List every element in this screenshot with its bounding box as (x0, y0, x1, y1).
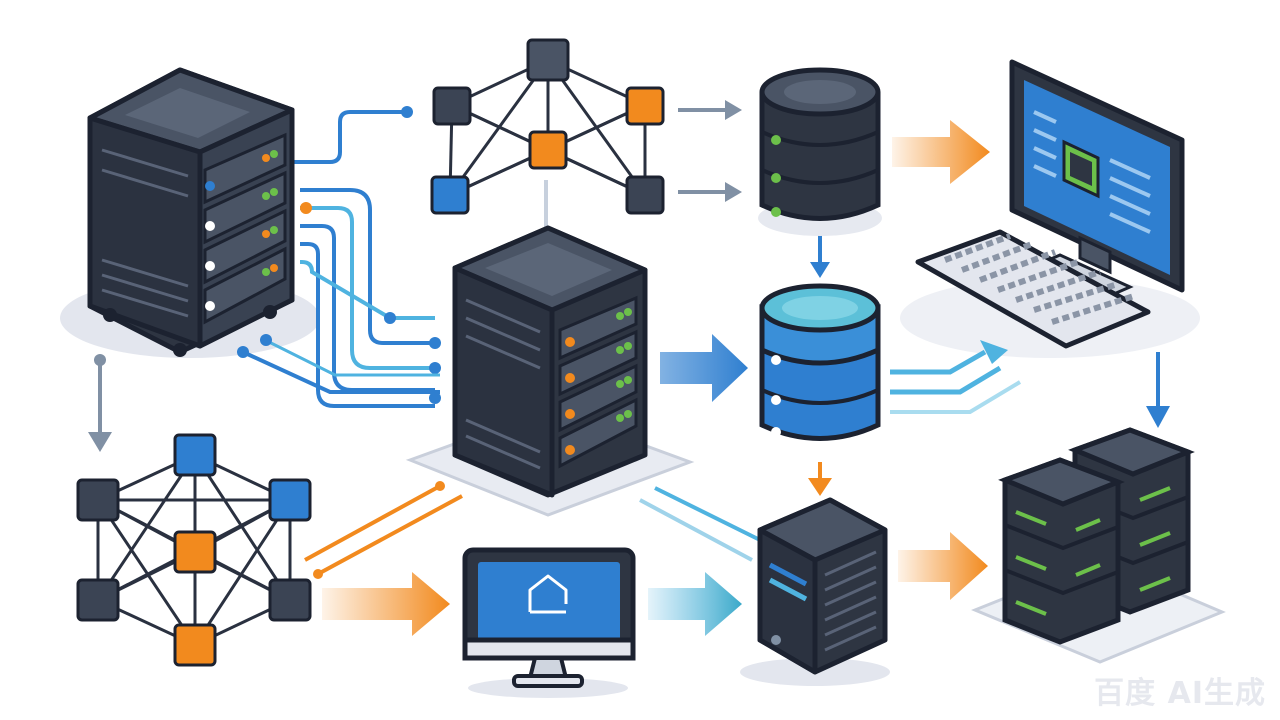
server-cluster (998, 427, 1195, 645)
watermark-logo: 百度 AI生成 (1094, 676, 1266, 711)
node-cubes (430, 38, 665, 215)
link-server-to-center-1 (300, 188, 435, 345)
network-top (430, 38, 665, 215)
server-tower (740, 497, 890, 686)
database-top (758, 67, 882, 236)
arrow-network-to-monitor (322, 572, 450, 636)
center-drive-bays (558, 295, 638, 469)
keyboard-keys (943, 233, 1135, 325)
arrow-center-to-db (660, 334, 748, 402)
arrow-monitor-to-tower (648, 572, 742, 636)
server-center (452, 225, 648, 498)
arrow-tower-to-cluster (898, 532, 988, 600)
arrow-db-to-workstation (892, 120, 990, 184)
keyboard (915, 229, 1151, 349)
connectors (88, 100, 1170, 636)
monitor-bottom (462, 547, 636, 698)
link-server-to-center-2 (300, 206, 435, 370)
link-server-to-center-5 (300, 260, 435, 320)
link-server-to-center-3 (300, 224, 435, 392)
home-icon (528, 574, 568, 614)
link-server-to-center-4 (300, 242, 435, 408)
link-server-to-center-6 (242, 350, 440, 394)
drive-bays (203, 132, 287, 325)
server-rack-left (87, 67, 295, 357)
network-bottom-left (76, 433, 312, 667)
workstation (915, 59, 1185, 349)
database-middle (759, 283, 881, 441)
link-server-to-network-top (292, 110, 405, 164)
node-cubes (76, 433, 312, 667)
link-server-to-center-7 (264, 338, 440, 377)
